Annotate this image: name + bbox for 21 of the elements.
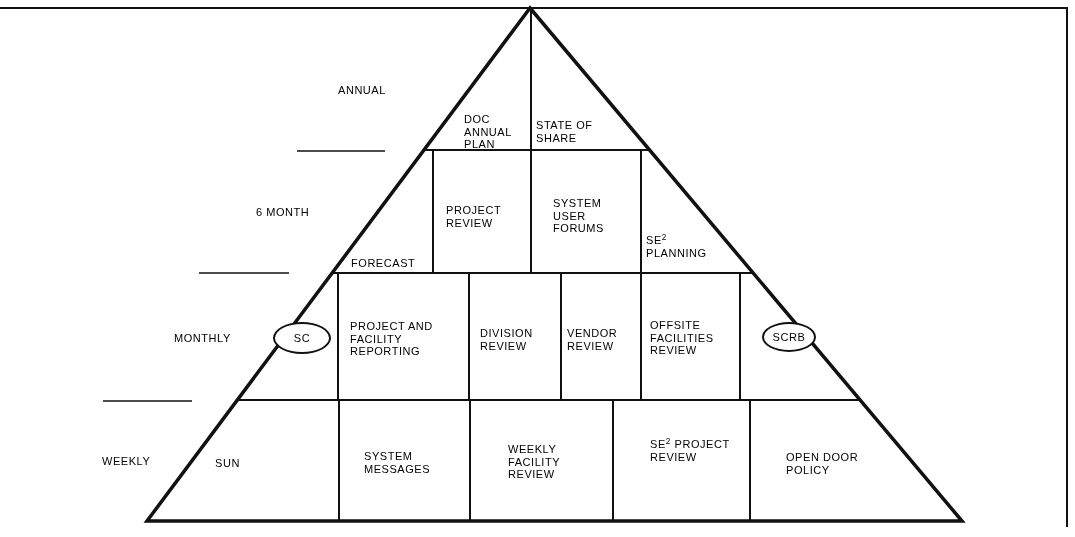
period-label: MONTHLY	[174, 332, 231, 346]
activity-label: SE$^{2}$ PROJECT REVIEW	[650, 438, 730, 464]
activity-label: OPEN DOOR POLICY	[786, 451, 886, 477]
activity-label: SYSTEM USER FORUMS	[553, 197, 635, 235]
activity-label: FORECAST	[351, 257, 431, 270]
activity-label: DIVISION REVIEW	[480, 327, 560, 353]
activity-label: SUN	[215, 457, 265, 470]
activity-label: SYSTEM MESSAGES	[364, 450, 460, 476]
activity-label: DOC ANNUAL PLAN	[464, 113, 530, 151]
period-label: 6 MONTH	[256, 206, 310, 220]
committee-oval: SCRB	[762, 322, 816, 352]
activity-label: VENDOR REVIEW	[567, 327, 639, 353]
activity-label: WEEKLY FACILITY REVIEW	[508, 443, 602, 481]
activity-label: STATE OF SHARE	[536, 119, 620, 145]
period-label: ANNUAL	[338, 84, 386, 98]
activity-label: PROJECT REVIEW	[446, 204, 526, 230]
activity-label: PROJECT AND FACILITY REPORTING	[350, 320, 466, 358]
committee-oval: SC	[273, 322, 331, 354]
period-label: WEEKLY	[102, 455, 151, 469]
activity-label: SE$^{2}$ PLANNING	[646, 234, 726, 260]
activity-label: OFFSITE FACILITIES REVIEW	[650, 319, 738, 357]
